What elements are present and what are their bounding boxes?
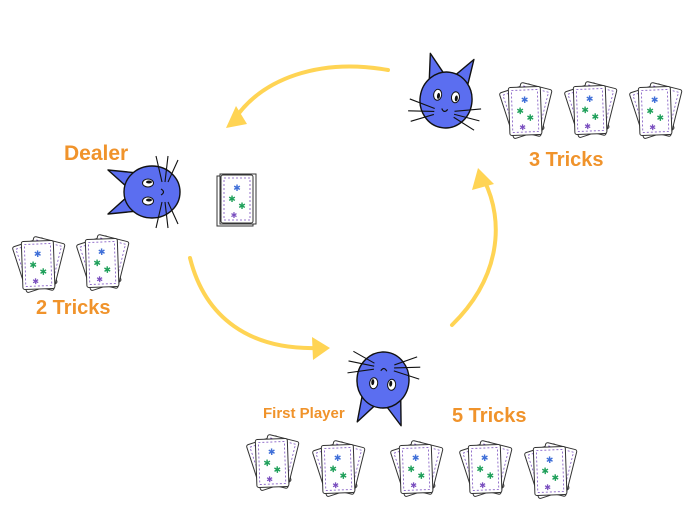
trick-pile (390, 440, 443, 497)
trick-pile (564, 81, 617, 138)
dealer-cat (107, 155, 181, 229)
south-tricks-label: 5 Tricks (452, 405, 527, 427)
trick-pile (629, 82, 682, 139)
trick-pile (12, 236, 65, 293)
trick-pile (499, 82, 552, 139)
northeast-tricks-label: 3 Tricks (529, 149, 604, 171)
west-tricks-label: 2 Tricks (36, 297, 111, 319)
first-player-label: First Player (263, 405, 345, 422)
trick-pile (312, 440, 365, 497)
trick-pile (76, 234, 129, 291)
trick-pile (524, 442, 577, 499)
arrow-south-to-northeast (450, 168, 498, 327)
dealer-trick-piles (12, 234, 129, 293)
dealer-label: Dealer (64, 142, 129, 165)
south-trick-piles (246, 434, 577, 499)
arrow-dealer-to-south (188, 256, 330, 360)
deck-stack (216, 173, 257, 227)
northeast-trick-piles (499, 81, 682, 139)
trick-pile (246, 434, 299, 491)
northeast-cat (405, 50, 489, 134)
trick-pile (459, 440, 512, 497)
arrow-northeast-to-dealer (226, 64, 390, 128)
south-cat (342, 348, 423, 428)
